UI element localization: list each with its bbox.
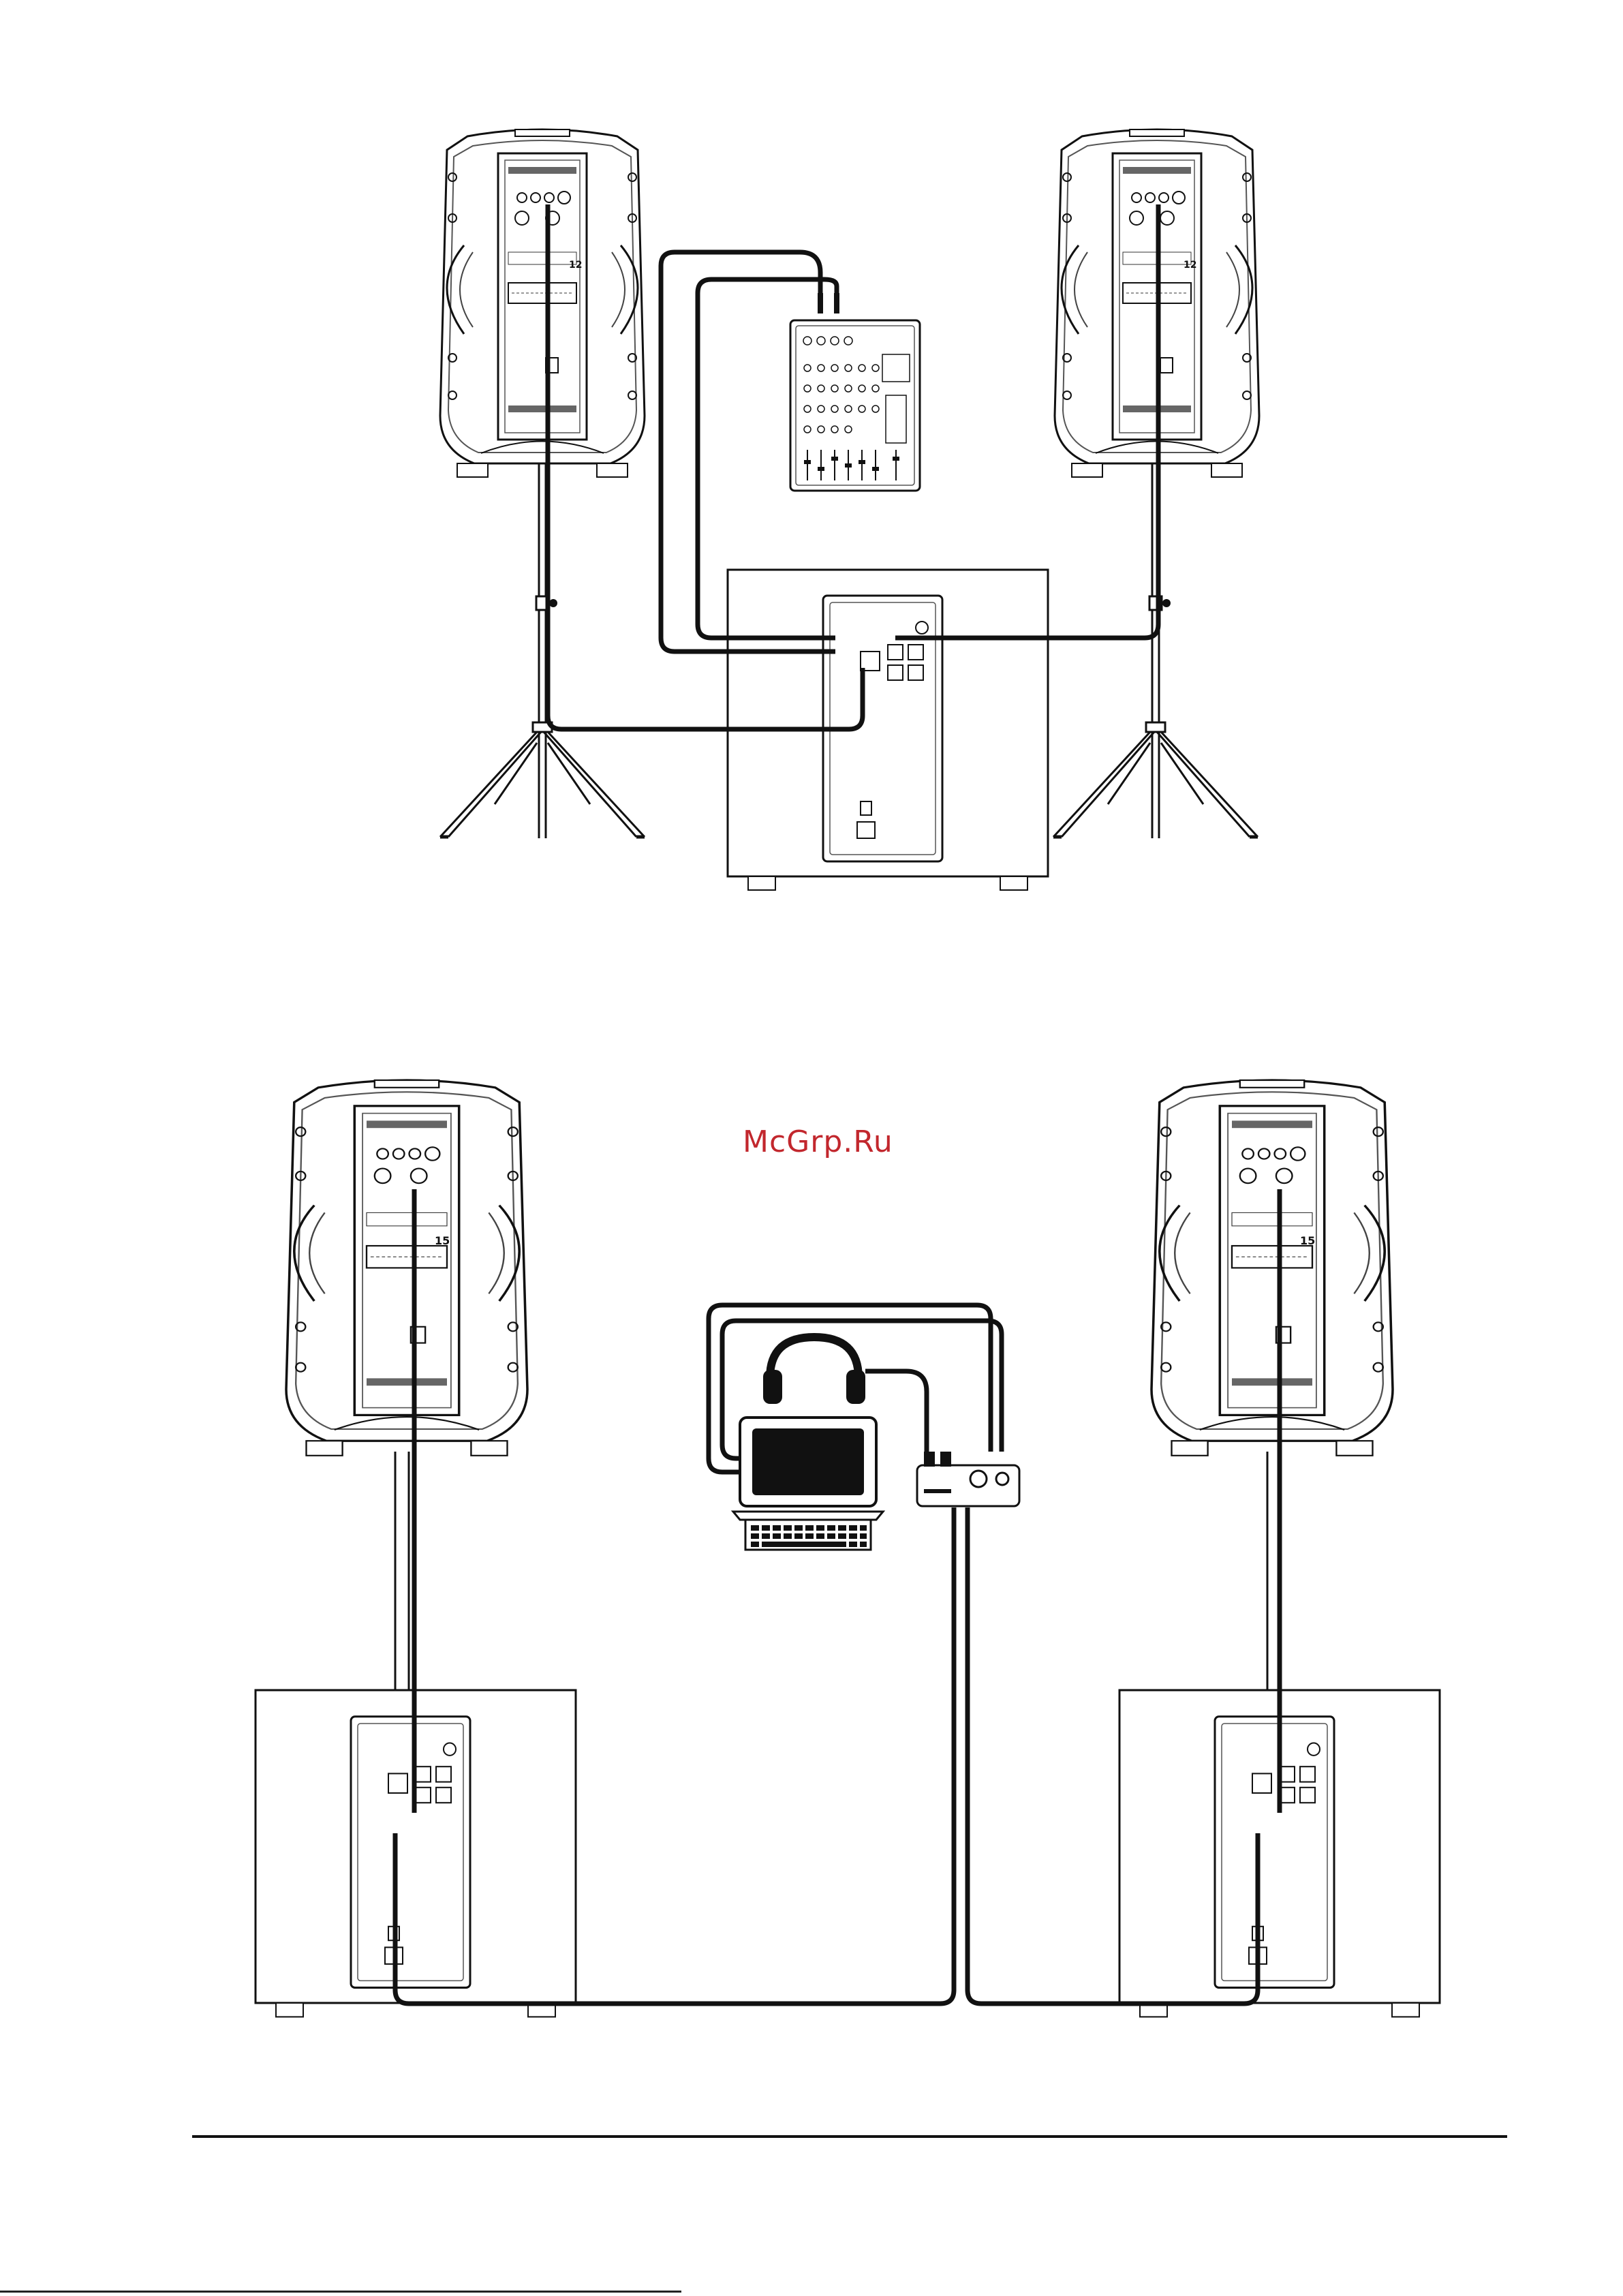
top-right-model-badge: 12 [1184, 260, 1196, 271]
bottom-right-model-badge: 15 [1300, 1234, 1315, 1247]
bottom-left-speaker [286, 1080, 527, 1456]
footer-rule [192, 2135, 1507, 2138]
bottom-left-pole [395, 1452, 409, 1690]
laptop-icon [733, 1418, 883, 1550]
top-left-speaker [440, 129, 645, 477]
headphones-icon [763, 1337, 865, 1404]
bottom-left-model-badge: 15 [435, 1234, 450, 1247]
top-left-model-badge: 12 [569, 260, 582, 271]
audio-interface-icon [917, 1452, 1019, 1506]
top-right-stand [1053, 450, 1258, 838]
bottom-edge-line [0, 2291, 681, 2293]
watermark: McGrp.Ru [743, 1124, 893, 1159]
mixer [790, 293, 920, 491]
bottom-setup [256, 1080, 1440, 2017]
top-left-stand [440, 450, 645, 838]
top-setup [440, 129, 1259, 890]
bottom-right-speaker [1151, 1080, 1393, 1456]
